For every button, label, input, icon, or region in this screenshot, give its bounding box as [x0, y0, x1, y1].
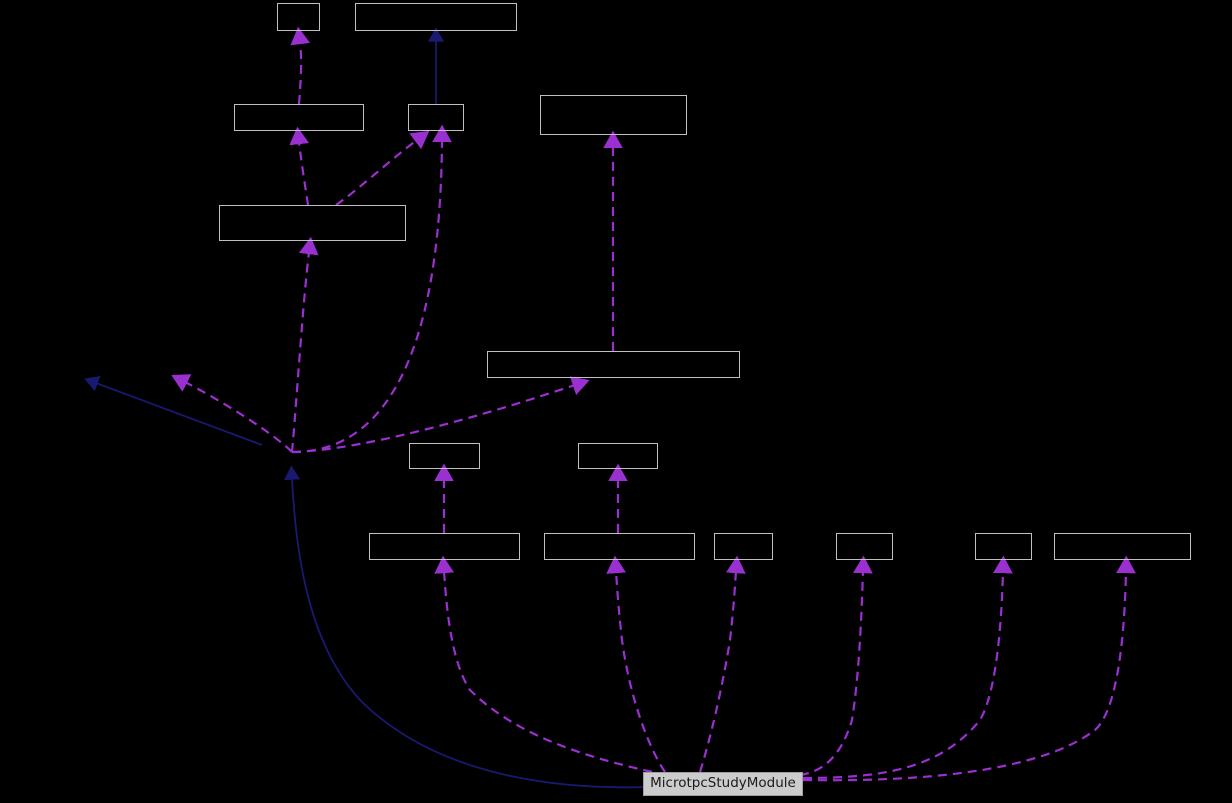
- edge-n15-to-n14: [802, 555, 1136, 782]
- edge-hub-to-n5: [290, 236, 319, 453]
- graph-node[interactable]: [714, 533, 773, 560]
- graph-node[interactable]: [487, 351, 740, 378]
- edge-n15-to-hub: [283, 465, 646, 789]
- edge-hub-free-left: [84, 376, 263, 446]
- edge-n5-to-n3: [335, 130, 430, 206]
- edge-hub-free-upper: [171, 374, 293, 453]
- graph-node[interactable]: [1054, 533, 1191, 560]
- edge-hub-to-n6: [291, 376, 590, 454]
- graph-node[interactable]: [277, 3, 320, 31]
- edge-n2-to-n0: [290, 26, 311, 105]
- edge-n15-to-n13: [802, 555, 1013, 780]
- edge-n15-to-n10: [606, 555, 666, 773]
- graph-node[interactable]: [369, 533, 520, 560]
- graph-node-label: MicrotpcStudyModule: [650, 775, 796, 792]
- graph-node[interactable]: [975, 533, 1032, 560]
- graph-node[interactable]: [219, 205, 406, 241]
- graph-node[interactable]: [408, 104, 464, 131]
- usage-edges: [84, 27, 646, 789]
- graph-node[interactable]: [540, 95, 687, 135]
- edge-n15-to-n9: [434, 555, 653, 774]
- edge-n15-to-n11: [698, 555, 746, 773]
- edge-n5-to-n2: [289, 126, 310, 206]
- graph-node[interactable]: [544, 533, 695, 560]
- inheritance-edges: [171, 26, 1136, 782]
- graph-node[interactable]: [234, 104, 364, 131]
- edge-n15-to-n12: [799, 555, 873, 777]
- graph-node[interactable]: [578, 443, 658, 469]
- graph-node[interactable]: [355, 3, 517, 31]
- edge-hub-to-n3: [291, 124, 452, 454]
- graph-node-current-class[interactable]: MicrotpcStudyModule: [643, 772, 803, 796]
- graph-node[interactable]: [409, 443, 480, 469]
- graph-node[interactable]: [836, 533, 893, 560]
